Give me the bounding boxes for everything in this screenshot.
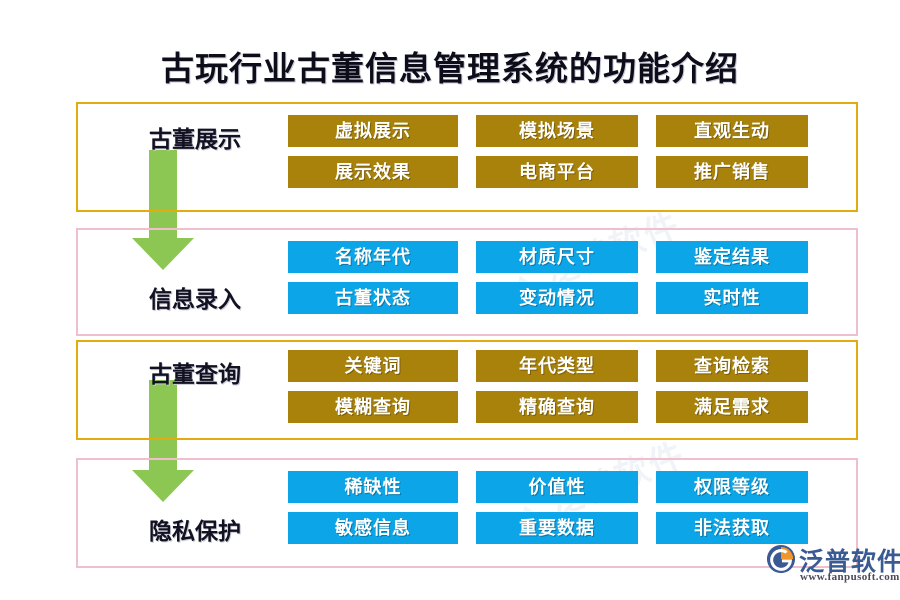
brand-logo: 泛普软件 www.fanpusoft.com — [766, 542, 900, 588]
feature-chip[interactable]: 直观生动 — [656, 115, 808, 147]
arrow-shaft — [149, 380, 177, 472]
chip-grid: 稀缺性 价值性 权限等级 敏感信息 重要数据 非法获取 — [288, 471, 844, 544]
feature-chip[interactable]: 展示效果 — [288, 156, 458, 188]
feature-chip[interactable]: 价值性 — [476, 471, 638, 503]
logo-brand-text: 泛普软件 — [799, 549, 900, 576]
feature-chip[interactable]: 古董状态 — [288, 282, 458, 314]
feature-chip[interactable]: 非法获取 — [656, 512, 808, 544]
feature-chip[interactable]: 模拟场景 — [476, 115, 638, 147]
feature-chip[interactable]: 满足需求 — [656, 391, 808, 423]
arrow-shaft — [149, 150, 177, 240]
logo-url-text: www.fanpusoft.com — [800, 571, 900, 583]
chip-grid: 关键词 年代类型 查询检索 模糊查询 精确查询 满足需求 — [288, 350, 844, 423]
section-label: 隐私保护 — [149, 519, 241, 544]
chip-grid: 名称年代 材质尺寸 鉴定结果 古董状态 变动情况 实时性 — [288, 241, 844, 314]
feature-chip[interactable]: 电商平台 — [476, 156, 638, 188]
section-label: 古董展示 — [149, 127, 241, 152]
feature-chip[interactable]: 鉴定结果 — [656, 241, 808, 273]
section-xinxi-luru: 信息录入 名称年代 材质尺寸 鉴定结果 古董状态 变动情况 实时性 — [76, 228, 858, 336]
feature-chip[interactable]: 虚拟展示 — [288, 115, 458, 147]
feature-chip[interactable]: 名称年代 — [288, 241, 458, 273]
flow-arrow-1 — [132, 150, 194, 270]
feature-chip[interactable]: 敏感信息 — [288, 512, 458, 544]
feature-chip[interactable]: 查询检索 — [656, 350, 808, 382]
feature-chip[interactable]: 推广销售 — [656, 156, 808, 188]
section-gudong-zhanshi: 古董展示 虚拟展示 模拟场景 直观生动 展示效果 电商平台 推广销售 — [76, 102, 858, 212]
chip-grid: 虚拟展示 模拟场景 直观生动 展示效果 电商平台 推广销售 — [288, 115, 844, 188]
feature-chip[interactable]: 材质尺寸 — [476, 241, 638, 273]
feature-chip[interactable]: 重要数据 — [476, 512, 638, 544]
feature-chip[interactable]: 稀缺性 — [288, 471, 458, 503]
section-label: 信息录入 — [149, 287, 241, 312]
feature-chip[interactable]: 实时性 — [656, 282, 808, 314]
fanpu-logo-icon — [766, 544, 796, 574]
flow-arrow-2 — [132, 380, 194, 502]
feature-chip[interactable]: 权限等级 — [656, 471, 808, 503]
section-gudong-chaxun: 古董查询 关键词 年代类型 查询检索 模糊查询 精确查询 满足需求 — [76, 340, 858, 440]
feature-chip[interactable]: 精确查询 — [476, 391, 638, 423]
section-label: 古董查询 — [149, 362, 241, 387]
feature-chip[interactable]: 模糊查询 — [288, 391, 458, 423]
feature-chip[interactable]: 关键词 — [288, 350, 458, 382]
feature-chip[interactable]: 变动情况 — [476, 282, 638, 314]
feature-chip[interactable]: 年代类型 — [476, 350, 638, 382]
page-title: 古玩行业古董信息管理系统的功能介绍 — [161, 52, 739, 88]
section-yinsi-baohu: 隐私保护 稀缺性 价值性 权限等级 敏感信息 重要数据 非法获取 — [76, 458, 858, 568]
